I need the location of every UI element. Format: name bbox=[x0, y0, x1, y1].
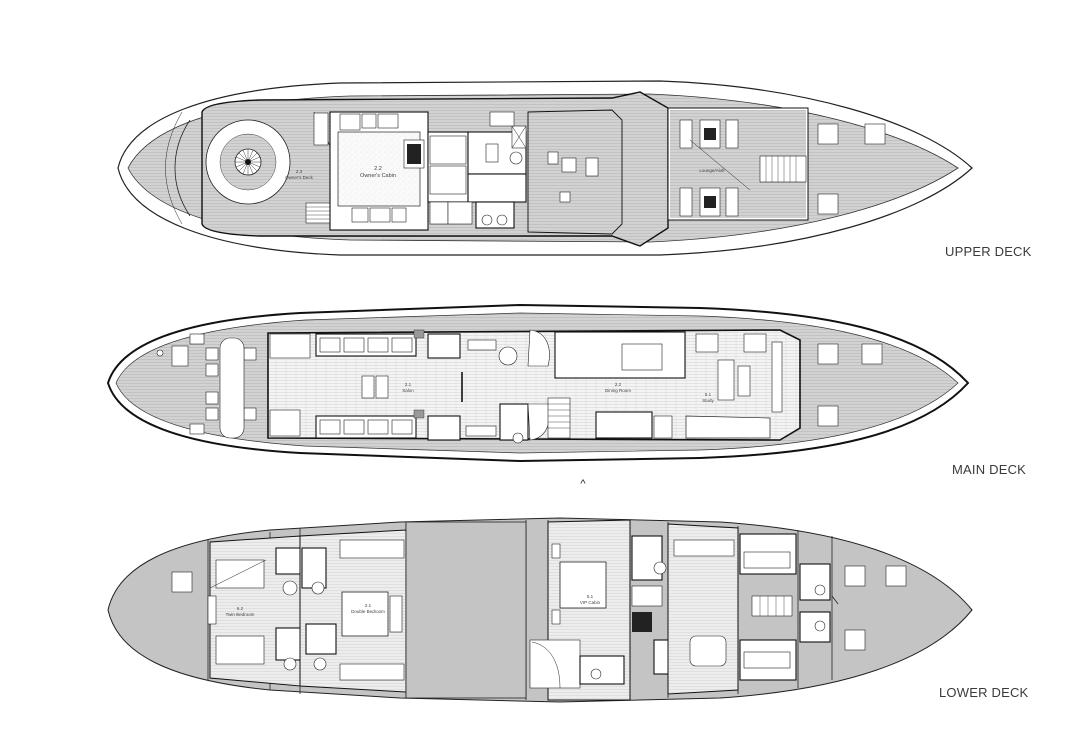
study-label: Study bbox=[702, 398, 714, 403]
lower-deck-title: LOWER DECK bbox=[939, 685, 1029, 700]
vip-cabin-number: 5.1 bbox=[587, 594, 594, 599]
dining-number: 2.2 bbox=[615, 382, 622, 387]
sunburst-icon bbox=[234, 148, 262, 176]
main-deck-plan: 2.1 Salon 2.2 Dining Room 5.1 Study bbox=[106, 303, 970, 463]
lower-deck-plan: 6.2 Twin Bedroom 2.1 Double Bedroom 5.1 … bbox=[107, 517, 973, 703]
upper-deck-plan: 2.3 Owner's Deck 2.2 Owner's Cabin Loung… bbox=[117, 80, 973, 256]
lounge-label: Lounge/Aloft bbox=[699, 168, 725, 173]
double-bedroom-label: Double Bedroom bbox=[351, 609, 385, 614]
study-number: 5.1 bbox=[705, 392, 712, 397]
upper-deck-title: UPPER DECK bbox=[945, 244, 1032, 259]
vip-cabin-label: VIP Cabin bbox=[580, 600, 601, 605]
chevron-up-icon[interactable]: ^ bbox=[580, 478, 586, 490]
owners-cabin-number: 2.2 bbox=[374, 166, 382, 172]
double-bedroom-number: 2.1 bbox=[365, 603, 372, 608]
twin-bedroom-number: 6.2 bbox=[237, 606, 244, 611]
main-deck-title: MAIN DECK bbox=[952, 462, 1027, 477]
dining-room-label: Dining Room bbox=[605, 388, 631, 393]
salon-number: 2.1 bbox=[405, 382, 412, 387]
owners-cabin-label: Owner's Cabin bbox=[360, 173, 396, 179]
owners-deck-label: Owner's Deck bbox=[285, 175, 314, 180]
twin-bedroom-label: Twin Bedroom bbox=[226, 612, 255, 617]
salon-label: Salon bbox=[402, 388, 414, 393]
owners-deck-number: 2.3 bbox=[296, 169, 303, 174]
